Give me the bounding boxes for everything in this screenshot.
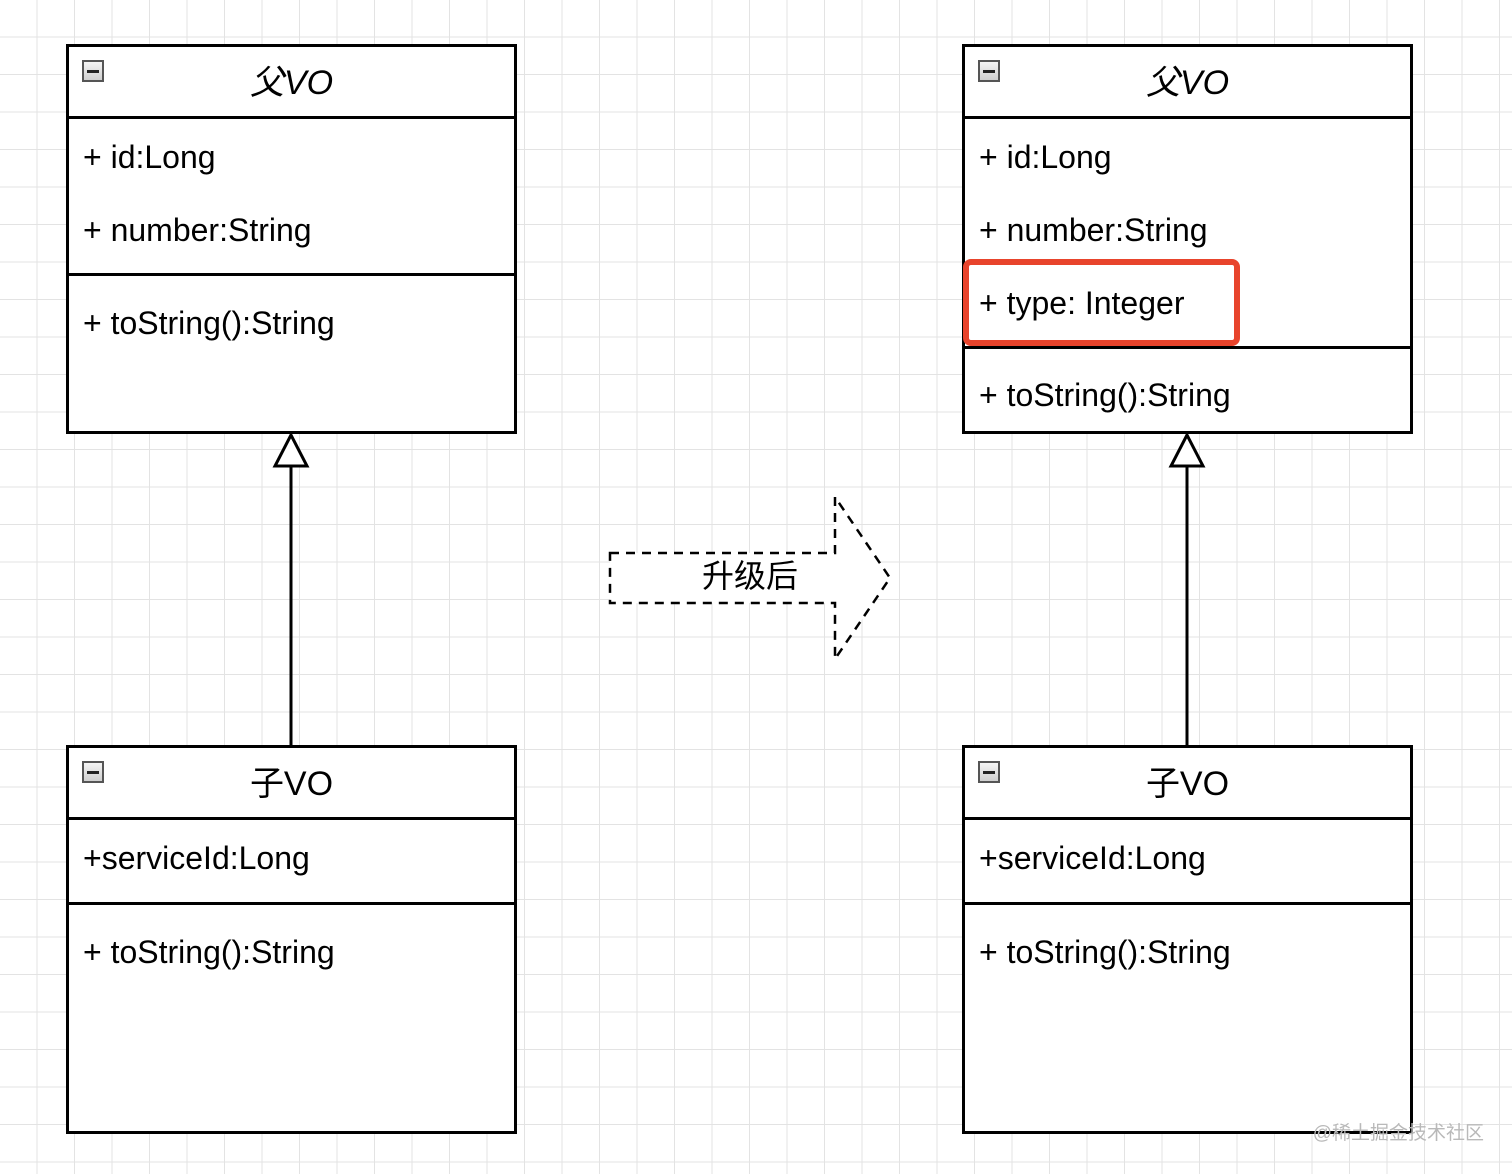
method-row: + toString():String: [83, 934, 335, 970]
collapse-icon[interactable]: [978, 60, 1000, 82]
left-parent-class[interactable]: 父VO + id:Long + number:String + toString…: [66, 44, 517, 434]
right-inheritance-arrowhead: [1168, 431, 1206, 468]
right-child-header: 子VO: [965, 748, 1410, 820]
attribute-row: + number:String: [979, 212, 1208, 248]
left-parent-title: 父VO: [249, 64, 334, 102]
method-row: + toString():String: [979, 377, 1231, 413]
collapse-icon[interactable]: [978, 761, 1000, 783]
left-child-methods: + toString():String: [69, 905, 514, 1131]
upgrade-arrow-shape: [608, 492, 892, 664]
right-child-methods: + toString():String: [965, 905, 1410, 1131]
left-parent-methods: + toString():String: [69, 276, 514, 428]
attribute-row: +serviceId:Long: [83, 840, 310, 876]
right-child-class[interactable]: 子VO +serviceId:Long + toString():String: [962, 745, 1413, 1134]
left-parent-attributes: + id:Long + number:String: [69, 119, 514, 276]
left-child-class[interactable]: 子VO +serviceId:Long + toString():String: [66, 745, 517, 1134]
right-parent-class[interactable]: 父VO + id:Long + number:String + type: In…: [962, 44, 1413, 434]
attribute-row: + number:String: [83, 212, 312, 248]
method-row: + toString():String: [83, 305, 335, 341]
attribute-row: + id:Long: [83, 139, 216, 175]
method-row: + toString():String: [979, 934, 1231, 970]
right-child-title: 子VO: [1145, 765, 1230, 803]
attribute-row: + id:Long: [979, 139, 1112, 175]
attribute-row: +serviceId:Long: [979, 840, 1206, 876]
right-parent-attributes: + id:Long + number:String + type: Intege…: [965, 119, 1410, 349]
left-child-attributes: +serviceId:Long: [69, 820, 514, 905]
left-inheritance-arrowhead: [272, 431, 310, 468]
right-parent-methods: + toString():String: [965, 349, 1410, 428]
right-parent-header: 父VO: [965, 47, 1410, 119]
left-parent-header: 父VO: [69, 47, 514, 119]
right-parent-title: 父VO: [1145, 64, 1230, 102]
upgrade-label: 升级后: [701, 558, 798, 594]
right-child-attributes: +serviceId:Long: [965, 820, 1410, 905]
collapse-icon[interactable]: [82, 761, 104, 783]
watermark: @稀土掘金技术社区: [1312, 1123, 1484, 1144]
collapse-icon[interactable]: [82, 60, 104, 82]
left-child-header: 子VO: [69, 748, 514, 820]
new-attribute-highlight: [963, 259, 1240, 346]
left-child-title: 子VO: [249, 765, 334, 803]
attribute-row-new: + type: Integer: [979, 285, 1185, 321]
